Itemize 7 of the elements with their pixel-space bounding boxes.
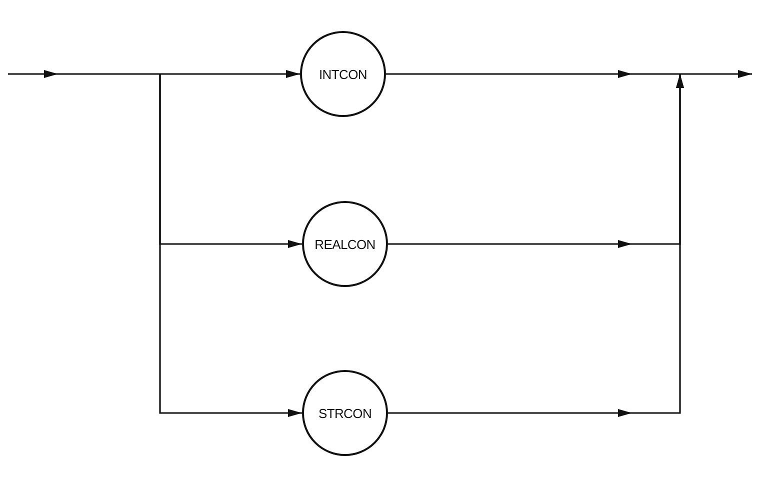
- arrow: [8, 70, 300, 78]
- node-label: STRCON: [318, 406, 372, 420]
- arrow: [388, 74, 684, 417]
- arrow: [386, 70, 752, 78]
- node-label: REALCON: [314, 236, 376, 252]
- node-label: INTCON: [318, 66, 368, 82]
- arrow: [159, 74, 302, 417]
